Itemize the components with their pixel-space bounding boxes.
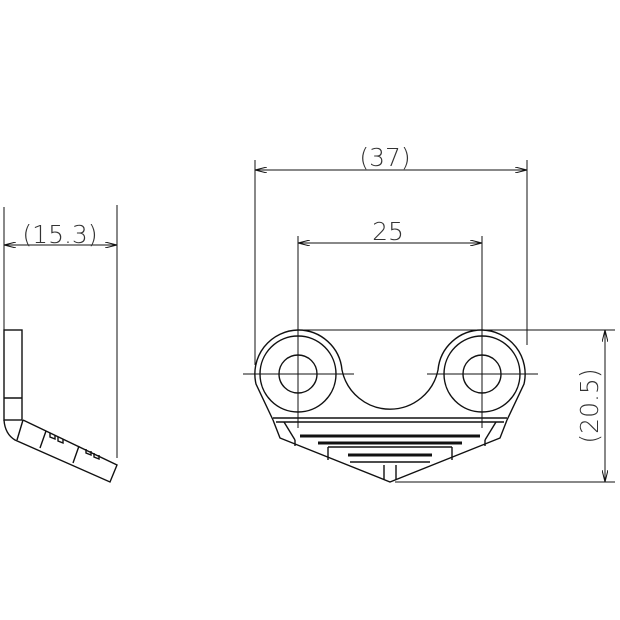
front-view: (37) 25 (20.5) [243, 143, 615, 483]
dimension-label-hole-spacing: 25 [372, 217, 404, 246]
dimension-label-height: (20.5) [575, 368, 604, 443]
side-profile [3, 329, 118, 483]
dimension-label-side-width: (15.3) [22, 220, 97, 249]
dimension-label-overall-width: (37) [359, 143, 410, 172]
side-view: (15.3) [3, 205, 118, 483]
part-outline [254, 329, 526, 483]
mounting-hole-right [462, 354, 502, 394]
mounting-hole-left [278, 354, 318, 394]
